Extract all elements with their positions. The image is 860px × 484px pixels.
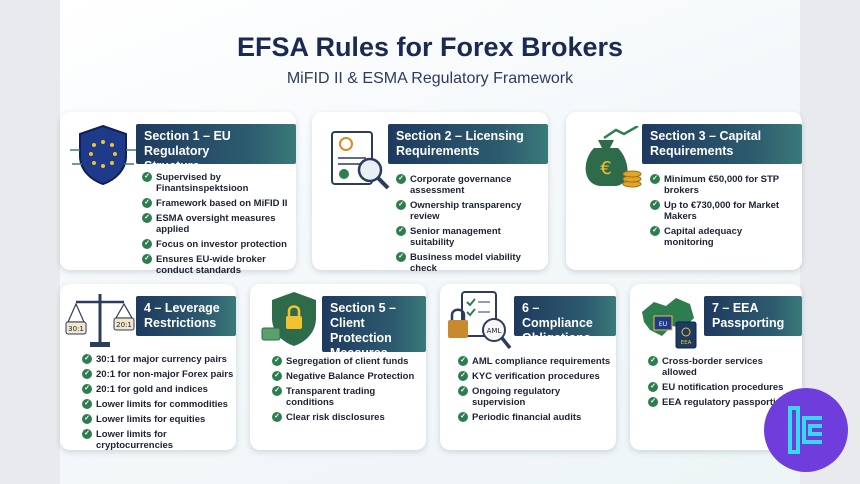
bullet-list: ✓Cross-border services allowed ✓EU notif… [648, 356, 798, 412]
check-icon: ✓ [396, 252, 406, 262]
check-icon: ✓ [82, 429, 92, 439]
list-item: ✓Lower limits for cryptocurrencies [82, 429, 234, 451]
check-icon: ✓ [82, 354, 92, 364]
list-item: ✓Supervised by Finantsinspektsioon [142, 172, 292, 194]
check-icon: ✓ [396, 226, 406, 236]
check-icon: ✓ [272, 386, 282, 396]
scale-label-right: 20:1 [116, 321, 132, 329]
brand-logo [764, 388, 848, 472]
check-icon: ✓ [458, 371, 468, 381]
aml-badge-label: AML [487, 327, 502, 335]
check-icon: ✓ [458, 356, 468, 366]
card-licensing-requirements: Section 2 – Licensing Requirements ✓Corp… [312, 112, 548, 274]
list-item: ✓Ownership transparency review [396, 200, 544, 222]
list-item: ✓AML compliance requirements [458, 356, 614, 367]
check-icon: ✓ [272, 412, 282, 422]
brand-logo-icon [788, 406, 822, 454]
card-banner: Section 2 – Licensing Requirements [388, 124, 548, 164]
card-banner: Section 3 – Capital Requirements [642, 124, 802, 164]
list-item: ✓EEA regulatory passporting [648, 397, 798, 408]
check-icon: ✓ [142, 239, 152, 249]
list-item: ✓Clear risk disclosures [272, 412, 424, 423]
license-document-icon [331, 131, 390, 190]
money-bag-icon: € [585, 126, 642, 188]
list-item: ✓Cross-border services allowed [648, 356, 798, 378]
scale-label-left: 30:1 [68, 325, 84, 333]
card-banner: 6 – Compliance Obligations [514, 296, 616, 345]
list-item: ✓30:1 for major currency pairs [82, 354, 234, 365]
check-icon: ✓ [396, 200, 406, 210]
check-icon: ✓ [142, 198, 152, 208]
check-icon: ✓ [272, 371, 282, 381]
check-icon: ✓ [648, 397, 658, 407]
list-item: ✓Periodic financial audits [458, 412, 614, 423]
bullet-list: ✓Segregation of client funds ✓Negative B… [272, 356, 424, 427]
check-icon: ✓ [650, 200, 660, 210]
list-item: ✓Focus on investor protection [142, 239, 292, 250]
page-subtitle: MiFID II & ESMA Regulatory Framework [286, 70, 574, 87]
list-item: ✓KYC verification procedures [458, 371, 614, 382]
bullet-list: ✓Corporate governance assessment ✓Owners… [396, 174, 544, 278]
check-icon: ✓ [648, 382, 658, 392]
card-compliance-obligations: AML 6 – Compliance Obligations ✓AML comp… [440, 284, 616, 450]
list-item: ✓20:1 for gold and indices [82, 384, 234, 395]
list-item: ✓Up to €730,000 for Market Makers [650, 200, 790, 222]
list-item: ✓Senior management suitability [396, 226, 544, 248]
list-item: ✓20:1 for non-major Forex pairs [82, 369, 234, 380]
card-banner: 4 – Leverage Restrictions [136, 296, 236, 336]
bullet-list: ✓AML compliance requirements ✓KYC verifi… [458, 356, 614, 427]
list-item: ✓Ensures EU-wide broker conduct standard… [142, 254, 292, 276]
list-item: ✓Transparent trading conditions [272, 386, 424, 408]
list-item: ✓EU notification procedures [648, 382, 798, 393]
list-item: ✓Capital adequacy monitoring [650, 226, 790, 248]
balance-scale-icon: 30:1 20:1 [65, 294, 135, 347]
check-icon: ✓ [142, 254, 152, 264]
check-icon: ✓ [82, 414, 92, 424]
check-icon: ✓ [142, 213, 152, 223]
list-item: ✓Minimum €50,000 for STP brokers [650, 174, 790, 196]
bullet-list: ✓30:1 for major currency pairs ✓20:1 for… [82, 354, 234, 455]
bullet-list: ✓Supervised by Finantsinspektsioon ✓Fram… [142, 172, 292, 280]
list-item: ✓Ongoing regulatory supervision [458, 386, 614, 408]
check-icon: ✓ [272, 356, 282, 366]
card-eu-regulatory-structure: Section 1 – EU Regulatory Structure ✓Sup… [60, 112, 296, 276]
check-icon: ✓ [650, 174, 660, 184]
check-icon: ✓ [142, 172, 152, 182]
list-item: ✓ESMA oversight measures applied [142, 213, 292, 235]
passport-label-eea: EEA [681, 340, 692, 346]
eu-shield-icon [70, 124, 136, 186]
list-item: ✓Lower limits for equities [82, 414, 234, 425]
card-eea-passporting: EU EEA 7 – EEA Passporting ✓Cross-border… [630, 284, 802, 450]
check-icon: ✓ [82, 384, 92, 394]
check-icon: ✓ [458, 412, 468, 422]
card-leverage-restrictions: 30:1 20:1 4 – Leverage Restrictions ✓30:… [60, 284, 236, 451]
svg-text:€: € [600, 158, 611, 179]
check-icon: ✓ [458, 386, 468, 396]
list-item: ✓Framework based on MiFID II [142, 198, 292, 209]
check-icon: ✓ [648, 356, 658, 366]
list-item: ✓Lower limits for commodities [82, 399, 234, 410]
map-label-eu: EU [659, 321, 667, 328]
list-item: ✓Negative Balance Protection [272, 371, 424, 382]
list-item: ✓Corporate governance assessment [396, 174, 544, 196]
card-client-protection: Section 5 – Client Protection Measures ✓… [250, 284, 426, 450]
check-icon: ✓ [82, 369, 92, 379]
list-item: ✓Business model viability check [396, 252, 544, 274]
bullet-list: ✓Minimum €50,000 for STP brokers ✓Up to … [650, 174, 790, 252]
shield-padlock-icon [261, 292, 316, 346]
left-margin [0, 0, 60, 484]
check-icon: ✓ [650, 226, 660, 236]
card-banner: Section 1 – EU Regulatory Structure [136, 124, 296, 173]
list-item: ✓Segregation of client funds [272, 356, 424, 367]
card-banner: 7 – EEA Passporting [704, 296, 802, 336]
check-icon: ✓ [82, 399, 92, 409]
check-icon: ✓ [396, 174, 406, 184]
europe-map-passport-icon: EU EEA [642, 298, 697, 349]
page-title: EFSA Rules for Forex Brokers [236, 32, 624, 62]
compliance-checklist-icon: AML [448, 291, 512, 350]
card-capital-requirements: € Section 3 – Capital Requirements ✓Mini… [566, 112, 802, 270]
card-banner: Section 5 – Client Protection Measures [322, 296, 426, 360]
